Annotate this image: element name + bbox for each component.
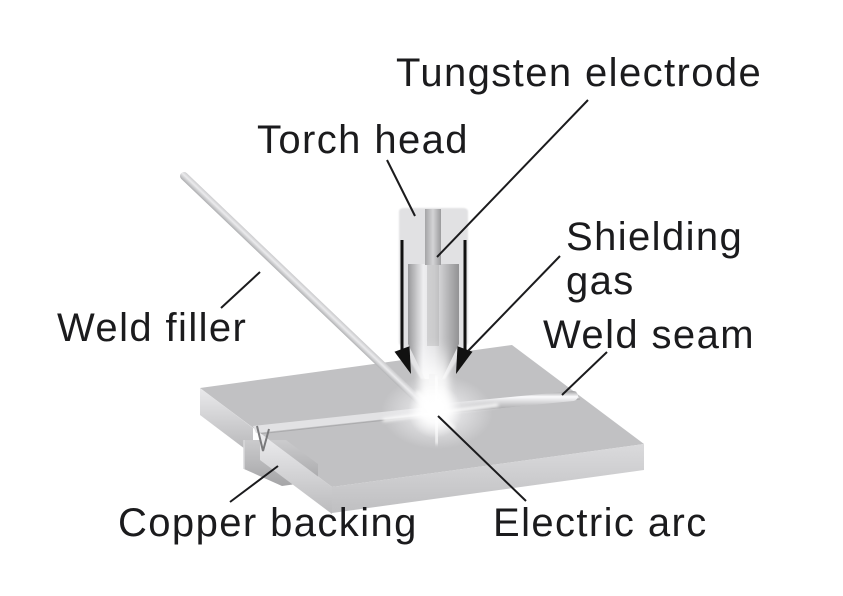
leader-tungsten-electrode [436,99,589,258]
label-copper-backing: Copper backing [118,501,418,545]
leader-weld-seam [561,351,608,396]
leader-weld-filler [220,271,261,309]
back-plate-left-face [200,388,253,455]
label-electric-arc: Electric arc [493,501,708,545]
electrode-stripe [427,264,439,346]
gas-flow-arrow-right [456,240,473,374]
label-weld-filler: Weld filler [57,306,248,350]
front-plate-front-face [332,444,644,513]
label-shielding-gas: Shielding gas [566,215,743,303]
label-shielding-gas-line2: gas [566,259,635,303]
label-weld-seam: Weld seam [543,313,755,357]
leader-torch-head [386,159,416,217]
filler-rod [180,172,433,414]
leader-shielding-gas [467,255,561,352]
tungsten-electrode-rod [425,209,441,265]
leader-lines [220,99,608,503]
front-plate-left-face [260,433,332,514]
label-shielding-gas-line1: Shielding [566,215,744,259]
leader-electric-arc [437,415,527,502]
leader-copper-backing [229,465,279,503]
electric-arc-glow [382,375,499,445]
label-tungsten-electrode: Tungsten electrode [396,51,763,95]
gas-flow-arrow-left [394,240,411,374]
label-torch-head: Torch head [257,118,469,162]
groove-v-notch [256,425,270,452]
